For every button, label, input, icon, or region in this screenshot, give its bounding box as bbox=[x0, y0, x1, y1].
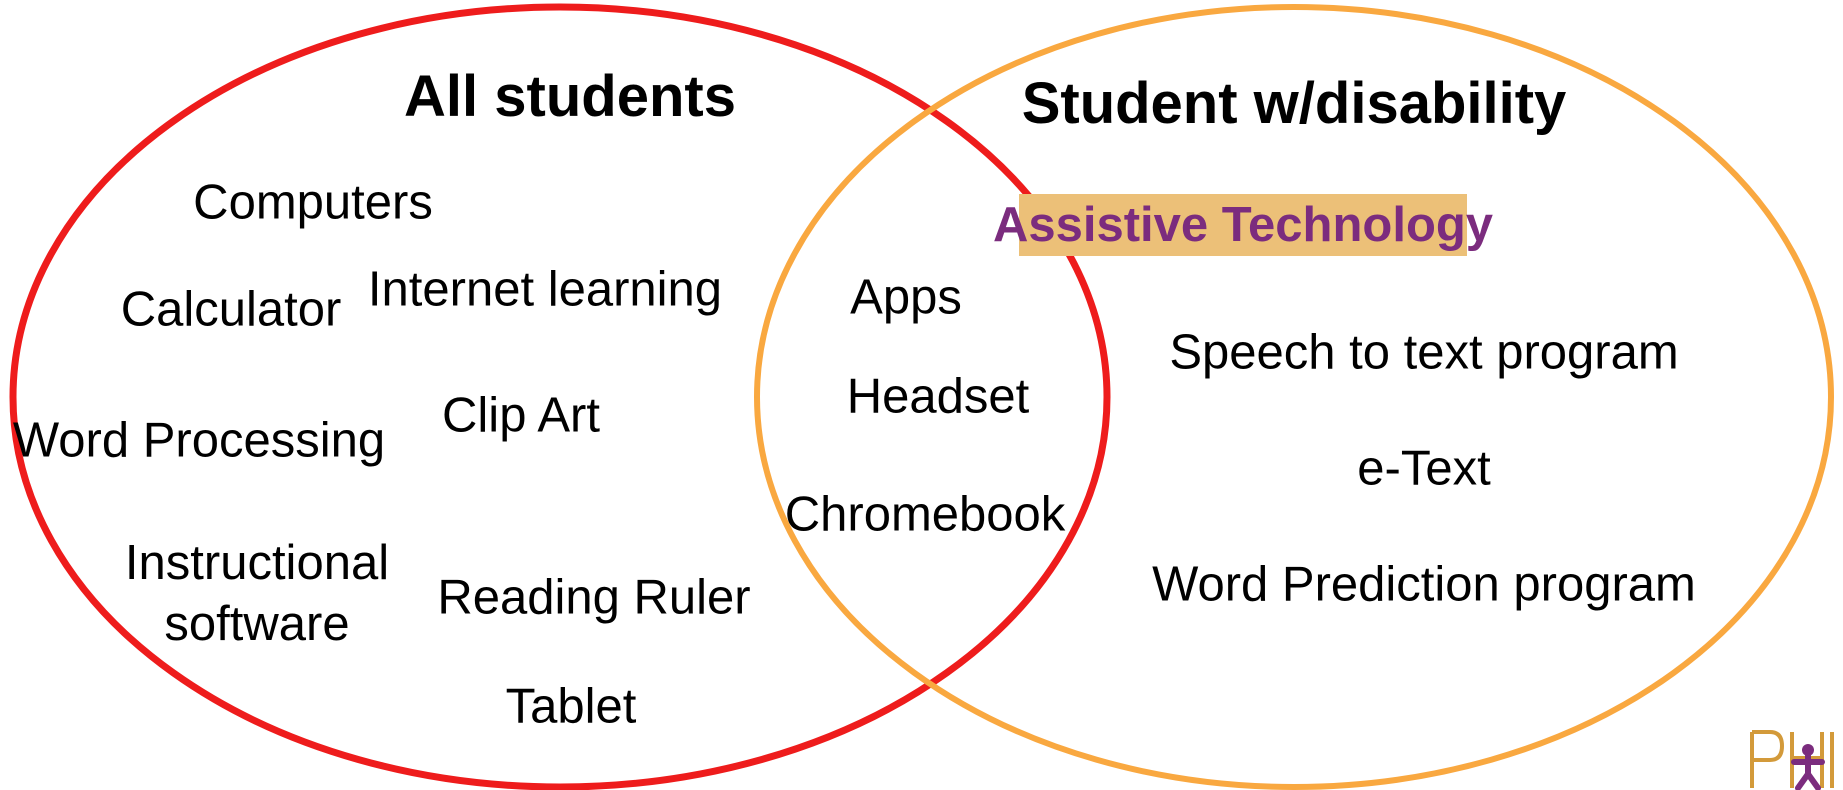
assistive-technology-text: Assistive Technology bbox=[992, 198, 1494, 252]
instructional-software-line-1: Instructional bbox=[124, 535, 390, 590]
calculator-label: Calculator bbox=[120, 282, 342, 337]
tablet-label: Tablet bbox=[505, 679, 637, 734]
apps-label: Apps bbox=[850, 270, 962, 325]
word-processing-label: Word Processing bbox=[12, 413, 386, 468]
instructional-software-label: Instructional software bbox=[125, 533, 389, 656]
internet-learning-label: Internet learning bbox=[367, 262, 723, 317]
student-disability-title: Student w/disability bbox=[1021, 71, 1567, 136]
computers-label: Computers bbox=[193, 175, 433, 230]
clip-art-label: Clip Art bbox=[442, 388, 600, 443]
chromebook-label: Chromebook bbox=[784, 487, 1066, 542]
speech-to-text-label: Speech to text program bbox=[1169, 325, 1679, 380]
student-disability-circle bbox=[754, 4, 1834, 790]
headset-label: Headset bbox=[846, 369, 1030, 424]
all-students-circle bbox=[9, 3, 1111, 790]
organization-logo-icon bbox=[1748, 728, 1843, 790]
all-students-title: All students bbox=[404, 64, 736, 129]
word-prediction-label: Word Prediction program bbox=[1152, 557, 1696, 612]
assistive-technology-label: Assistive Technology bbox=[993, 194, 1493, 256]
reading-ruler-label: Reading Ruler bbox=[437, 570, 751, 625]
instructional-software-line-2: software bbox=[164, 597, 350, 651]
e-text-label: e-Text bbox=[1357, 441, 1491, 496]
